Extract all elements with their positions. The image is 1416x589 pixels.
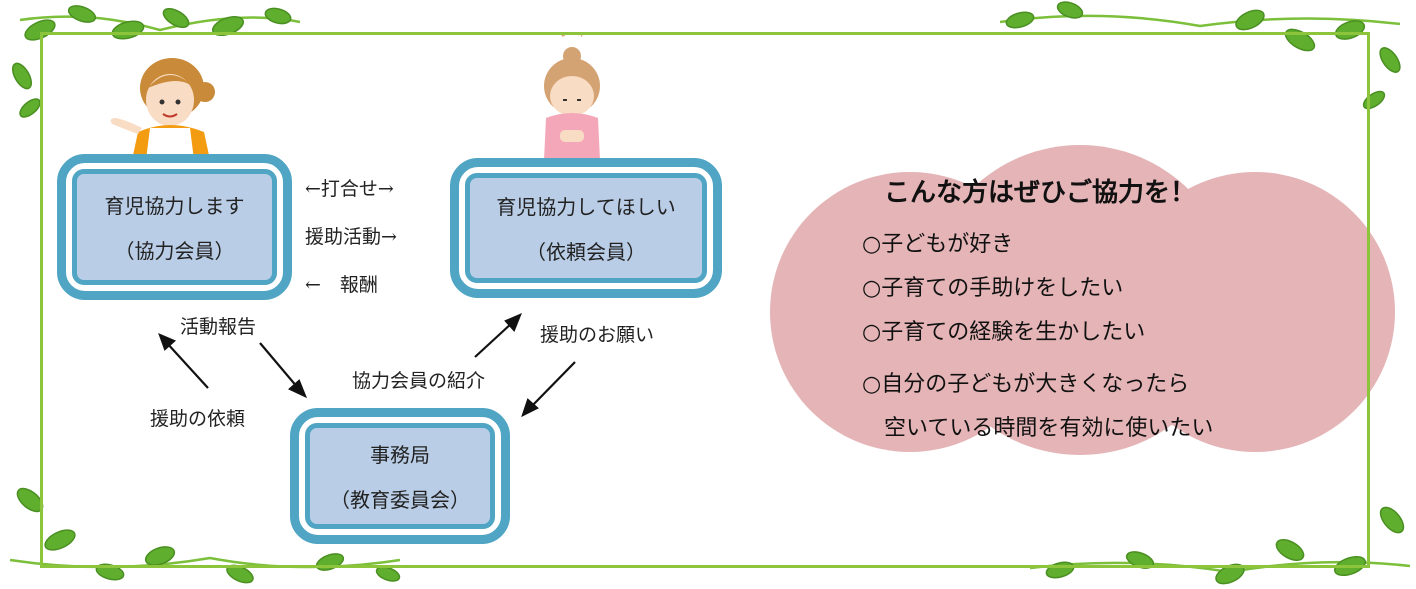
arrow-office-to-requester bbox=[474, 312, 523, 358]
info-title: こんな方はぜひご協力を！ bbox=[884, 178, 1197, 208]
helper-member-subtitle: （協力会員） bbox=[114, 239, 235, 263]
woman-bowing-icon bbox=[544, 32, 600, 160]
arrow-helper-to-office bbox=[259, 342, 308, 399]
help-request-label: 援助のお願い bbox=[540, 324, 655, 346]
info-item: ○子育ての経験を生かしたい bbox=[862, 320, 1146, 345]
arrow-office-to-helper bbox=[158, 332, 209, 389]
support-request-label: 援助の依頼 bbox=[150, 408, 246, 430]
flow-support-label: 援助活動→ bbox=[305, 226, 397, 248]
info-item: ○自分の子どもが大きくなったら bbox=[862, 372, 1190, 397]
arrow-requester-to-office bbox=[521, 361, 576, 418]
office-subtitle: （教育委員会） bbox=[330, 488, 470, 512]
office-title: 事務局 bbox=[370, 443, 430, 467]
office-box: 事務局 （教育委員会） bbox=[305, 423, 495, 529]
requester-member-box: 育児協力してほしい （依頼会員） bbox=[465, 173, 707, 283]
requester-member-subtitle: （依頼会員） bbox=[526, 240, 646, 264]
flow-reward-label: ← 報酬 bbox=[305, 274, 378, 296]
helper-member-box: 育児協力します （協力会員） bbox=[72, 169, 277, 285]
vine-leaf-icon bbox=[9, 1, 1411, 585]
info-item: 空いている時間を有効に使いたい bbox=[862, 416, 1214, 441]
requester-member-title: 育児協力してほしい bbox=[496, 195, 676, 219]
activity-report-label: 活動報告 bbox=[180, 316, 257, 338]
info-item: ○子育ての手助けをしたい bbox=[862, 276, 1124, 301]
helper-member-title: 育児協力します bbox=[104, 194, 245, 218]
info-item: ○子どもが好き bbox=[862, 232, 1014, 257]
flow-meeting-label: ←打合せ→ bbox=[305, 178, 394, 200]
woman-apron-icon bbox=[110, 58, 215, 160]
member-intro-label: 協力会員の紹介 bbox=[352, 370, 486, 392]
info-bubble bbox=[770, 145, 1395, 455]
frame-border bbox=[40, 32, 1370, 568]
office-node: 事務局 （教育委員会） bbox=[290, 408, 510, 544]
requester-member-node: 育児協力してほしい （依頼会員） bbox=[450, 158, 722, 298]
helper-member-node: 育児協力します （協力会員） bbox=[57, 154, 292, 300]
